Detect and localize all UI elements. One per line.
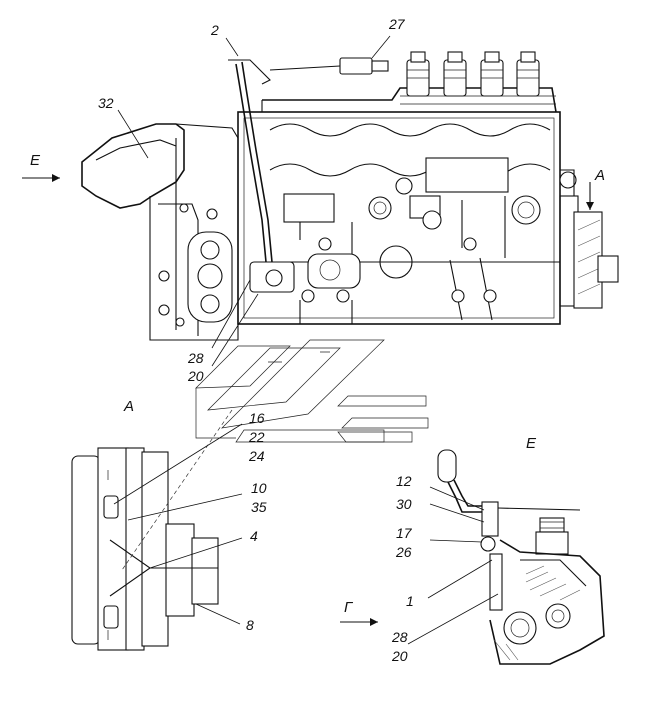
view-a-detail — [71, 409, 243, 651]
callout-17: 17 — [396, 525, 413, 541]
callout-32: 32 — [98, 95, 114, 111]
callout-35: 35 — [251, 499, 267, 515]
callout-8: 8 — [246, 617, 254, 633]
callout-28-top: 28 — [187, 350, 204, 366]
view-g-arrow-graphic — [340, 618, 378, 626]
drive-coupling-right — [559, 169, 619, 309]
view-e-detail — [340, 449, 605, 665]
governor-housing — [81, 123, 239, 341]
callout-labels: 2 27 32 Е А 28 20 А 16 22 24 10 35 4 8 Е… — [30, 16, 605, 664]
view-g-arrow-label: Г — [344, 599, 354, 616]
injector-fittings — [400, 51, 556, 105]
callout-28-bottom: 28 — [391, 629, 408, 645]
callout-26: 26 — [395, 544, 412, 560]
fuel-pipe — [228, 57, 389, 263]
callout-2: 2 — [210, 22, 219, 38]
view-a-arrow-label: А — [594, 167, 605, 184]
view-a-title: А — [123, 398, 134, 415]
callout-20-bottom: 20 — [391, 648, 408, 664]
callout-24: 24 — [248, 448, 265, 464]
callout-1: 1 — [406, 593, 414, 609]
view-e-arrow-label: Е — [30, 152, 41, 169]
callout-12: 12 — [396, 473, 412, 489]
callout-20-top: 20 — [187, 368, 204, 384]
callout-22: 22 — [248, 429, 265, 445]
fuel-pump-assembly — [22, 35, 619, 367]
view-a-arrow-graphic — [586, 182, 594, 210]
callout-16: 16 — [249, 410, 265, 426]
chevron-outline-marks — [195, 339, 429, 443]
callout-27: 27 — [388, 16, 406, 32]
callout-30: 30 — [396, 496, 412, 512]
view-e-title: Е — [526, 435, 537, 452]
view-e-arrow-graphic — [22, 174, 60, 182]
callout-10: 10 — [251, 480, 267, 496]
callout-4: 4 — [250, 528, 258, 544]
